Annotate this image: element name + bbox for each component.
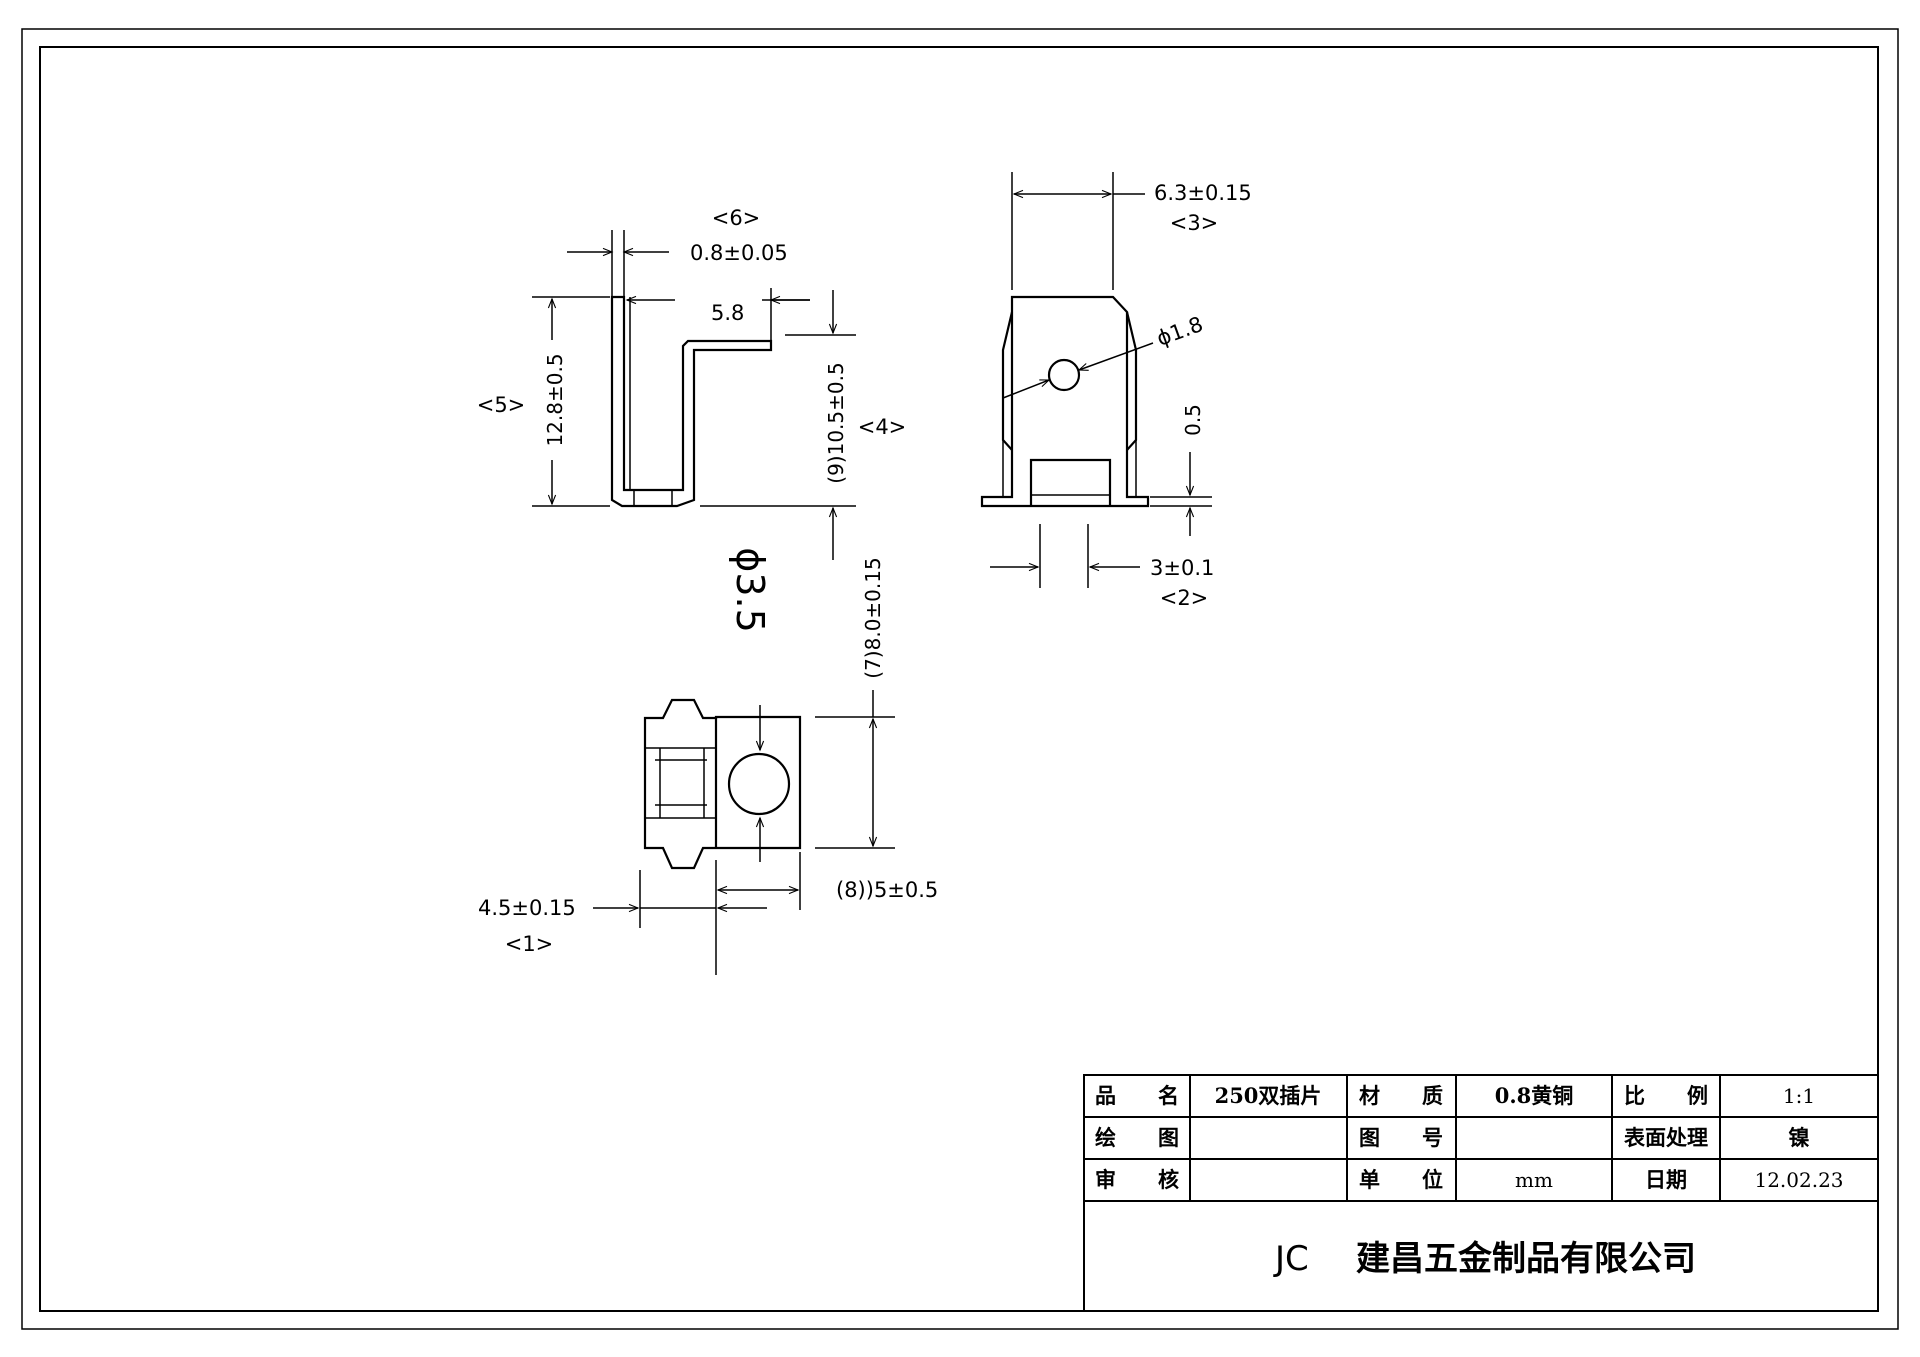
scale-value: 1:1 [1783, 1084, 1815, 1108]
bottom-hole [727, 752, 791, 816]
dim-big-hole: ϕ3.5 [728, 547, 772, 633]
dim-height-tag: <5> [477, 393, 526, 417]
dim-0-5: 0.5 [1181, 404, 1205, 436]
outer-border [21, 28, 1899, 1330]
dim-slot-tag: <2> [1160, 586, 1209, 610]
side-view-profile [610, 295, 773, 508]
review-label: 审 核 [1095, 1167, 1179, 1192]
bottom-view: ϕ3.5 (7)8.0±0.15 (8))5±0.5 4.5±0.15 <1> [478, 547, 938, 975]
unit-label: 单 位 [1359, 1167, 1443, 1192]
drawing-no-label: 图 号 [1359, 1125, 1443, 1150]
front-view-profile [980, 295, 1150, 508]
dim-height: 12.8±0.5 [543, 353, 567, 446]
dim-hole: ϕ1.8 [1154, 312, 1207, 351]
inner-border [39, 46, 1879, 1312]
dim-thickness-tag: <6> [712, 206, 761, 230]
date-value: 12.02.23 [1754, 1168, 1843, 1192]
material-value: 0.8黄铜 [1495, 1083, 1574, 1108]
drawn-label: 绘 图 [1095, 1125, 1179, 1150]
surface-label: 表面处理 [1624, 1125, 1708, 1150]
surface-value: 镍 [1789, 1125, 1810, 1150]
material-label: 材 质 [1359, 1083, 1443, 1108]
dim-inner: (9)10.5±0.5 [824, 362, 848, 483]
company-name: 建昌五金制品有限公司 [1356, 1239, 1696, 1279]
dim-5: (8))5±0.5 [836, 878, 938, 902]
bottom-view-profile [643, 698, 802, 870]
name-label: 品 名 [1095, 1083, 1179, 1108]
dim-5-8: 5.8 [711, 301, 744, 325]
dim-4-5-tag: <1> [505, 932, 554, 956]
dim-len: (7)8.0±0.15 [861, 557, 885, 678]
date-label: 日期 [1645, 1167, 1687, 1192]
company-code: JC [1273, 1239, 1309, 1279]
front-view: 6.3±0.15 <3> ϕ1.8 0.5 3±0.1 <2> [980, 172, 1252, 610]
title-block: 品 名 250双插片 材 质 0.8黄铜 比 例 1:1 绘 图 图 号 表面处… [1083, 1074, 1879, 1312]
dim-4-5: 4.5±0.15 [478, 896, 576, 920]
front-hole [1047, 358, 1081, 392]
dim-inner-tag: <4> [858, 415, 907, 439]
dim-slot: 3±0.1 [1150, 556, 1214, 580]
dim-width: 6.3±0.15 [1154, 181, 1252, 205]
side-view: <6> 0.8±0.05 5.8 12.8±0.5 <5> (9)10.5±0.… [477, 206, 907, 560]
dim-thickness: 0.8±0.05 [690, 241, 788, 265]
scale-label: 比 例 [1624, 1083, 1708, 1108]
unit-value: mm [1515, 1168, 1553, 1192]
name-value: 250双插片 [1215, 1083, 1322, 1108]
dim-width-tag: <3> [1170, 211, 1219, 235]
